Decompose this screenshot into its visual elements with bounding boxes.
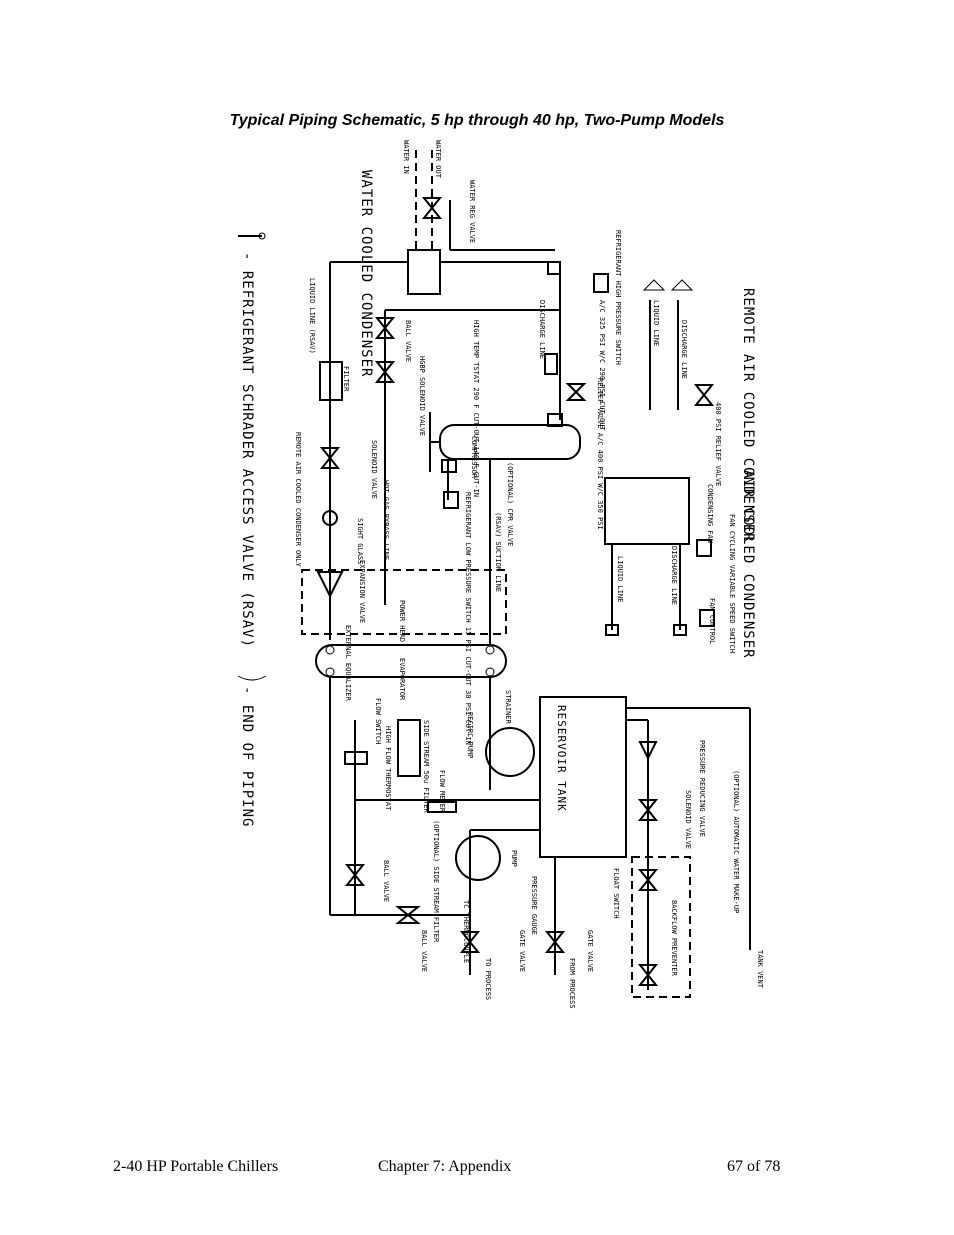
flow-meter-label: FLOW METER [438,770,446,813]
to-process-label: TO PROCESS [484,958,492,1000]
evaporator-label: EVAPORATOR [398,658,406,701]
high-flow-thermostat-label: HIGH FLOW THERMOSTAT [384,726,392,811]
auto-makeup-label: (OPTIONAL) AUTOMATIC WATER MAKE-UP [732,770,740,913]
external-equalizer-label: EXTERNAL EQUALIZER [344,625,352,702]
liquid-line-2-label: LIQUID LINE [652,300,660,346]
end-of-piping-symbol [237,675,267,681]
float-switch-label: FLOAT SWITCH [612,868,620,919]
liquid-line-3-label: LIQUID LINE [616,556,624,602]
hps-settings-label: A/C 325 PSI W/C 290 PSI CUT-OUT [598,300,606,431]
reservoir-tank-body [539,696,627,858]
optional-filter-label: (OPTIONAL) SIDE STREAM FILTER [432,820,440,943]
strainer-label: STRAINER [504,690,512,725]
water-cooled-condenser-label: WATER COOLED CONDENSER [358,170,374,377]
ball-valve-label: BALL VALVE [404,320,412,362]
side-stream-filter-body [397,719,421,777]
ball-valve-symbol [374,317,396,339]
footer-center: Chapter 7: Appendix [378,1158,512,1175]
from-process-label: FROM PROCESS [568,958,576,1009]
evaporator-body [315,644,507,678]
expansion-valve-label: EXPANSION VALVE [358,560,366,623]
condensers-right [604,279,715,636]
water-condenser-body [407,249,441,295]
water-in-label: WATER IN [402,140,410,174]
power-head-label: POWER HEAD [398,600,406,642]
filter-label: FILTER [342,366,350,392]
sight-glass-label: SIGHT GLASS [356,518,364,564]
gate-valve-2-label: GATE VALVE [586,930,594,972]
footer-page-number: 67 of 78 [727,1158,781,1175]
recirc-pump-label: RECIRC PUMP [466,712,474,758]
sight-glass [322,510,338,526]
legend: - REFRIGERANT SCHRADER ACCESS VALVE (RSA… [237,232,267,827]
filter-body [319,361,343,401]
air-cooled-condenser-label: AIR COOLED CONDENSER [740,470,756,659]
hgbp-solenoid-label: HGBP SOLENOID VALVE [418,356,426,436]
flow-switch-label: FLOW SWITCH [374,698,382,744]
water-reg-valve-label: WATER REG VALVE [468,180,476,243]
suction-line-label: (RSAV) SUCTION LINE [494,512,502,592]
reservoir-tank-label: RESERVOIR TANK [555,705,568,812]
discharge-line-2-label: DISCHARGE LINE [680,320,688,379]
expansion-valve [316,571,344,599]
remote-air-only-label: REMOTE AIR COOLED CONDENSER ONLY [294,432,302,568]
footer-left: 2-40 HP Portable Chillers [113,1158,279,1175]
legend-end-of-piping-text: - END OF PIPING [239,686,255,827]
schrader-symbol-dot [258,232,266,240]
solenoid-valve-label: SOLENOID VALVE [370,440,378,499]
relief-valve-symbol [565,383,587,401]
gate-valve-label: GATE VALVE [518,930,526,972]
discharge-line-3-label: DISCHARGE LINE [670,546,678,605]
thermocouple-label: TC THERMOCOUPLE [462,900,470,963]
compressor-label: COMPRESSOR [470,436,478,479]
discharge-line-label: DISCHARGE LINE [538,300,546,359]
legend-schrader-text: - REFRIGERANT SCHRADER ACCESS VALVE (RSA… [239,252,255,648]
fan-control-label: FAN CONTROL [708,598,716,644]
hgbp-solenoid-symbol [374,361,396,383]
liquid-line-label: LIQUID LINE (RSAV) [308,278,316,354]
backflow-box [631,856,691,998]
page-title: Typical Piping Schematic, 5 hp through 4… [229,112,725,129]
flow-meter-symbol [427,801,457,813]
hot-gas-bypass-label: HOT GAS BYPASS LINE [382,480,390,560]
water-circuit: RESERVOIR TANK [329,677,751,998]
solenoid-valve-symbol [319,447,341,469]
pressure-gauge-label: PRESSURE GAUGE [530,876,538,935]
refrigerant-circuit: COMPRESSOR EVAPORATOR FILTER [301,150,609,701]
remote-air-cooled-label: REMOTE AIR COOLED CONDENSER [740,288,756,543]
compressor-body [439,424,581,460]
component-labels: WATER COOLED CONDENSER WATER OUT WATER I… [294,140,764,1009]
backflow-label: BACKFLOW PREVENTER [670,900,678,977]
pump-symbol [455,835,501,881]
recirc-pump-symbol [485,727,535,777]
condensing-fan-label: CONDENSING FAN [706,484,714,543]
ball-valve-3-label: BALL VALVE [420,930,428,972]
fan-cycling-label: FAN CYCLING VARIABLE SPEED SWITCH [728,514,736,653]
relief-400-label: 400 PSI RELIEF VALVE [714,402,722,486]
hi-temp-tstat-label: HIGH TEMP TSTAT 290 F CUT-OUT 140 F CUT-… [472,320,480,497]
power-head-box [301,569,507,635]
side-stream-filter-label: SIDE STREAM 50u FILTER [422,720,430,814]
solenoid-valve-2-label: SOLENOID VALVE [684,790,692,849]
pump-label: PUMP [510,850,518,867]
optional-cpr-label: (OPTIONAL) CPR VALVE [506,462,514,546]
water-reg-valve-symbol [421,197,443,219]
water-out-label: WATER OUT [434,140,442,179]
ball-valve-2-label: BALL VALVE [382,860,390,902]
relief-valve-label: RELIEF VALVE A/C 400 PSI W/C 350 PSI [596,378,604,530]
tank-vent-label: TANK VENT [756,950,764,989]
air-condenser-coil [604,477,690,545]
pressure-reducing-label: PRESSURE REDUCING VALVE [698,740,706,837]
high-pressure-switch-label: REFRIGERANT HIGH PRESSURE SWITCH [614,230,622,365]
low-pressure-switch-label: REFRIGERANT LOW PRESSURE SWITCH 15 PSI C… [464,492,472,745]
